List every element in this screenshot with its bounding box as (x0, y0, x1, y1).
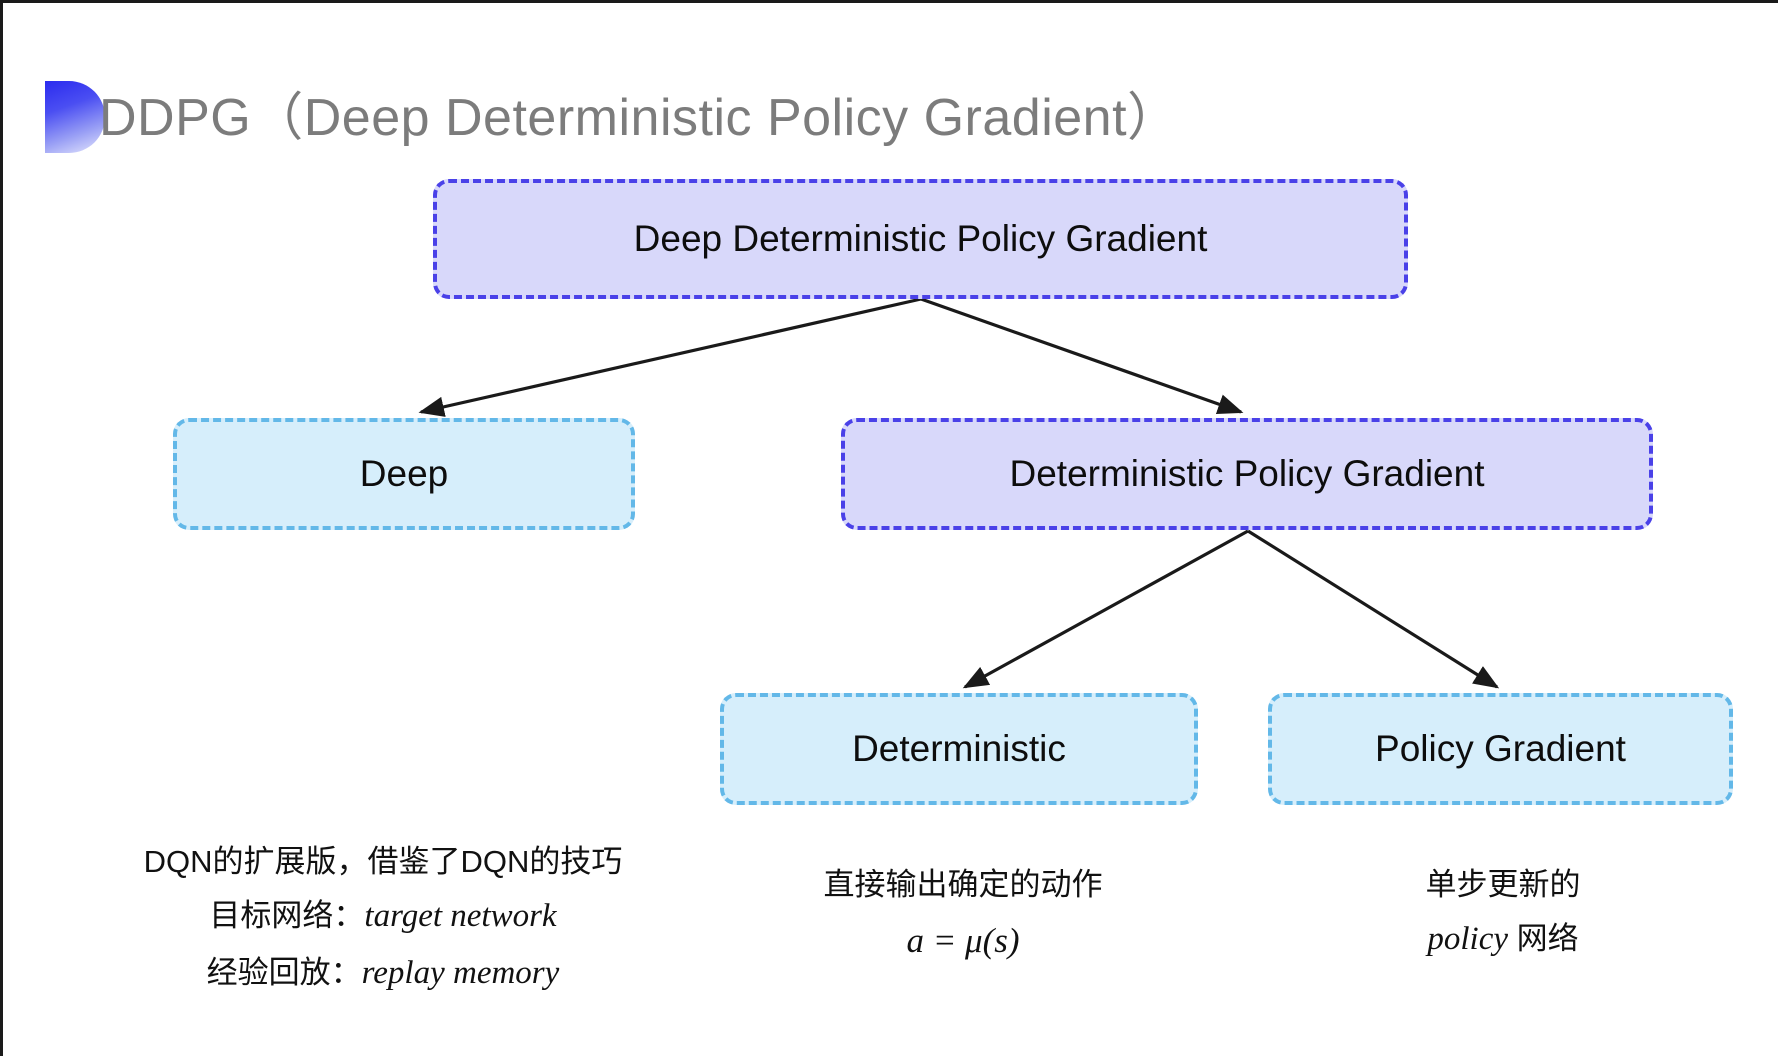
caption-deep-line-1: DQN的扩展版，借鉴了DQN的技巧 (143, 844, 623, 879)
node-deep-deterministic-policy-gradient[interactable]: Deep Deterministic Policy Gradient (433, 179, 1408, 299)
node-label: Deep (359, 452, 449, 494)
node-policy-gradient[interactable]: Policy Gradient (1268, 693, 1733, 805)
caption-deep: DQN的扩展版，借鉴了DQN的技巧 目标网络：target network 经验… (103, 835, 663, 1002)
caption-policy-gradient-suffix: 网络 (1508, 921, 1579, 957)
caption-deep-line-2-label: 目标网络： (209, 898, 365, 934)
caption-deep-line-3-value: replay memory (361, 955, 560, 992)
caption-deterministic-line-1: 直接输出确定的动作 (823, 867, 1103, 902)
caption-deterministic-formula: a = μ(s) (906, 921, 1020, 961)
page-title: DDPG（Deep Deterministic Policy Gradient） (99, 89, 1180, 147)
node-deep[interactable]: Deep (173, 418, 635, 530)
caption-policy-gradient-line-1: 单步更新的 (1425, 867, 1581, 902)
caption-deep-line-2: 目标网络：target network (103, 888, 663, 945)
node-label: Deterministic Policy Gradient (1009, 452, 1485, 494)
edge-dpg-to-deterministic (962, 529, 1249, 689)
node-deterministic-policy-gradient[interactable]: Deterministic Policy Gradient (841, 418, 1653, 530)
node-deterministic[interactable]: Deterministic (720, 693, 1198, 805)
caption-policy-gradient-term: policy (1427, 921, 1508, 958)
node-label: Policy Gradient (1375, 727, 1626, 769)
edge-dpg-to-policy-gradient (1247, 529, 1500, 689)
caption-deep-line-3: 经验回放：replay memory (103, 945, 663, 1002)
caption-policy-gradient: 单步更新的 policy 网络 (1303, 858, 1703, 968)
caption-deep-line-2-value: target network (364, 898, 557, 935)
edge-root-to-dpg (920, 297, 1244, 414)
caption-deep-line-3-label: 经验回放： (206, 955, 362, 991)
node-label: Deep Deterministic Policy Gradient (633, 217, 1208, 259)
caption-policy-gradient-line-2: policy 网络 (1303, 911, 1703, 968)
half-circle-gradient-icon (45, 81, 105, 153)
edge-root-to-deep (418, 297, 922, 417)
node-label: Deterministic (852, 727, 1066, 769)
caption-deterministic: 直接输出确定的动作 a = μ(s) (763, 858, 1163, 972)
